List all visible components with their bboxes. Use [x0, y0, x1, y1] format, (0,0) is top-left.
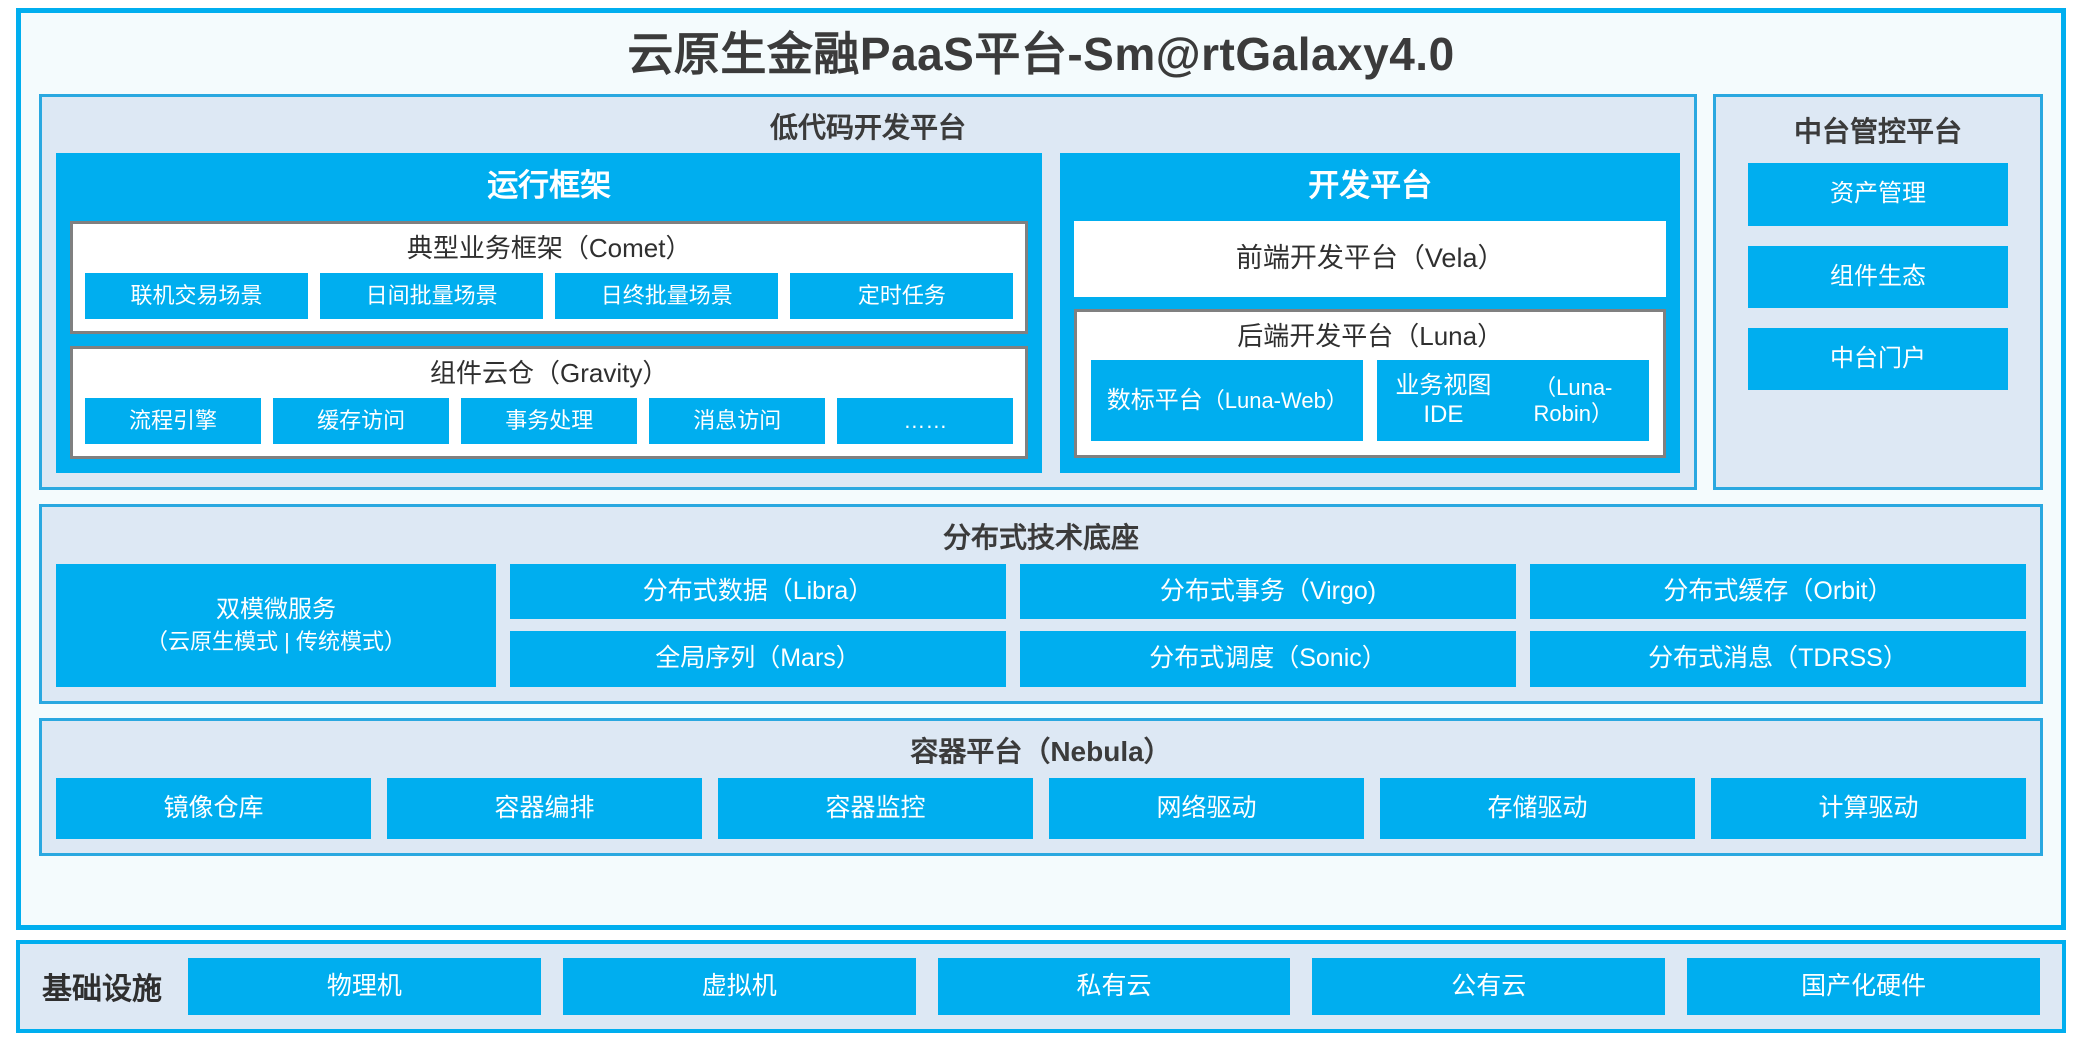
infrastructure-chip-public-cloud[interactable]: 公有云	[1312, 957, 1666, 1015]
vela-card[interactable]: 前端开发平台（Vela）	[1074, 221, 1666, 297]
distributed-column-1: 分布式数据（Libra） 全局序列（Mars）	[510, 563, 1006, 687]
distributed-chip-tdrss[interactable]: 分布式消息（TDRSS）	[1530, 631, 2026, 687]
management-platform-title: 中台管控平台	[1793, 115, 1962, 147]
infrastructure-chip-virtual[interactable]: 虚拟机	[562, 957, 916, 1015]
container-chip-monitoring[interactable]: 容器监控	[718, 777, 1033, 840]
top-row: 低代码开发平台 运行框架 典型业务框架（Comet） 联机交易场景 日间批量场景…	[39, 93, 2043, 491]
gravity-chip[interactable]: 缓存访问	[273, 398, 450, 445]
container-chip-registry[interactable]: 镜像仓库	[56, 777, 371, 840]
comet-chip[interactable]: 定时任务	[790, 273, 1014, 320]
luna-chip-row: 数标平台 （Luna-Web） 业务视图IDE （Luna-Robin）	[1091, 360, 1650, 442]
gravity-chip-more[interactable]: ……	[837, 398, 1014, 445]
management-item-portal[interactable]: 中台门户	[1748, 328, 2008, 391]
microservice-cell: 双模微服务 （云原生模式 | 传统模式）	[56, 563, 496, 687]
page-title: 云原生金融PaaS平台-Sm@rtGalaxy4.0	[627, 28, 1455, 80]
container-platform-panel: 容器平台（Nebula） 镜像仓库 容器编排 容器监控 网络驱动 存储驱动 计算…	[39, 717, 2043, 857]
runtime-framework-box: 运行框架 典型业务框架（Comet） 联机交易场景 日间批量场景 日终批量场景 …	[56, 153, 1043, 474]
container-chip-storage-driver[interactable]: 存储驱动	[1380, 777, 1695, 840]
luna-card: 后端开发平台（Luna） 数标平台 （Luna-Web） 业务视图IDE （Lu…	[1074, 308, 1666, 459]
luna-card-title: 后端开发平台（Luna）	[1237, 320, 1504, 351]
distributed-base-body: 双模微服务 （云原生模式 | 传统模式） 分布式数据（Libra） 全局序列（M…	[56, 563, 2026, 687]
comet-chip[interactable]: 日终批量场景	[555, 273, 779, 320]
management-item-list: 资产管理 组件生态 中台门户	[1730, 163, 2026, 396]
microservice-sub: （云原生模式 | 传统模式）	[146, 628, 406, 654]
luna-chip-robin-sub: （Luna-Robin）	[1533, 374, 1613, 426]
gravity-chip[interactable]: 消息访问	[649, 398, 826, 445]
distributed-column-2: 分布式事务（Virgo) 分布式调度（Sonic）	[1020, 563, 1516, 687]
distributed-chip-virgo[interactable]: 分布式事务（Virgo)	[1020, 563, 1516, 620]
distributed-base-title: 分布式技术底座	[942, 522, 1139, 554]
runtime-framework-title: 运行框架	[487, 168, 612, 204]
luna-chip-robin[interactable]: 业务视图IDE （Luna-Robin）	[1377, 360, 1650, 442]
infrastructure-chip-domestic-hardware[interactable]: 国产化硬件	[1687, 957, 2040, 1015]
gravity-chip[interactable]: 事务处理	[461, 398, 638, 445]
main-platform-frame: 云原生金融PaaS平台-Sm@rtGalaxy4.0 低代码开发平台 运行框架 …	[16, 8, 2066, 930]
infrastructure-chip-private-cloud[interactable]: 私有云	[937, 957, 1291, 1015]
comet-chip[interactable]: 联机交易场景	[85, 273, 309, 320]
development-platform-title: 开发平台	[1308, 168, 1433, 204]
container-platform-chip-row: 镜像仓库 容器编排 容器监控 网络驱动 存储驱动 计算驱动	[56, 777, 2026, 840]
luna-chip-web-sub: （Luna-Web）	[1202, 387, 1348, 413]
gravity-card-title: 组件云仓（Gravity）	[430, 358, 669, 389]
container-platform-title: 容器平台（Nebula）	[910, 735, 1172, 767]
lowcode-platform-panel: 低代码开发平台 运行框架 典型业务框架（Comet） 联机交易场景 日间批量场景…	[39, 93, 1697, 491]
management-item-component[interactable]: 组件生态	[1748, 245, 2008, 309]
distributed-chip-mars[interactable]: 全局序列（Mars）	[510, 631, 1006, 687]
gravity-chip[interactable]: 流程引擎	[85, 398, 262, 445]
microservice-chip[interactable]: 双模微服务 （云原生模式 | 传统模式）	[56, 563, 496, 687]
comet-card-title: 典型业务框架（Comet）	[406, 233, 692, 264]
distributed-base-panel: 分布式技术底座 双模微服务 （云原生模式 | 传统模式） 分布式数据（Libra…	[39, 504, 2043, 704]
comet-card: 典型业务框架（Comet） 联机交易场景 日间批量场景 日终批量场景 定时任务	[70, 221, 1029, 335]
distributed-chip-libra[interactable]: 分布式数据（Libra）	[510, 563, 1006, 620]
management-platform-panel: 中台管控平台 资产管理 组件生态 中台门户	[1713, 93, 2043, 491]
development-platform-box: 开发平台 前端开发平台（Vela） 后端开发平台（Luna） 数标平台 （Lun…	[1060, 153, 1680, 474]
gravity-chip-row: 流程引擎 缓存访问 事务处理 消息访问 ……	[85, 398, 1014, 445]
microservice-label: 双模微服务	[216, 596, 336, 624]
luna-chip-web-label: 数标平台	[1106, 386, 1203, 414]
distributed-chip-orbit[interactable]: 分布式缓存（Orbit）	[1530, 563, 2026, 620]
comet-chip[interactable]: 日间批量场景	[320, 273, 544, 320]
lowcode-platform-title: 低代码开发平台	[769, 111, 966, 143]
comet-chip-row: 联机交易场景 日间批量场景 日终批量场景 定时任务	[85, 273, 1014, 320]
gravity-card: 组件云仓（Gravity） 流程引擎 缓存访问 事务处理 消息访问 ……	[70, 346, 1029, 460]
container-chip-compute-driver[interactable]: 计算驱动	[1711, 777, 2026, 840]
infrastructure-chip-physical[interactable]: 物理机	[188, 957, 541, 1015]
infrastructure-label: 基础设施	[42, 973, 162, 1007]
lowcode-platform-body: 运行框架 典型业务框架（Comet） 联机交易场景 日间批量场景 日终批量场景 …	[56, 153, 1680, 474]
infrastructure-bar: 基础设施 物理机 虚拟机 私有云 公有云 国产化硬件	[16, 939, 2066, 1033]
container-chip-network-driver[interactable]: 网络驱动	[1049, 777, 1364, 840]
vela-card-title: 前端开发平台（Vela）	[1235, 243, 1505, 274]
management-item-asset[interactable]: 资产管理	[1748, 163, 2008, 226]
infrastructure-chip-row: 物理机 虚拟机 私有云 公有云 国产化硬件	[188, 957, 2040, 1015]
distributed-chip-sonic[interactable]: 分布式调度（Sonic）	[1020, 631, 1516, 687]
luna-chip-robin-label: 业务视图IDE	[1395, 372, 1492, 428]
container-chip-orchestration[interactable]: 容器编排	[387, 777, 702, 840]
luna-chip-web[interactable]: 数标平台 （Luna-Web）	[1091, 360, 1364, 442]
distributed-column-3: 分布式缓存（Orbit） 分布式消息（TDRSS）	[1530, 563, 2026, 687]
